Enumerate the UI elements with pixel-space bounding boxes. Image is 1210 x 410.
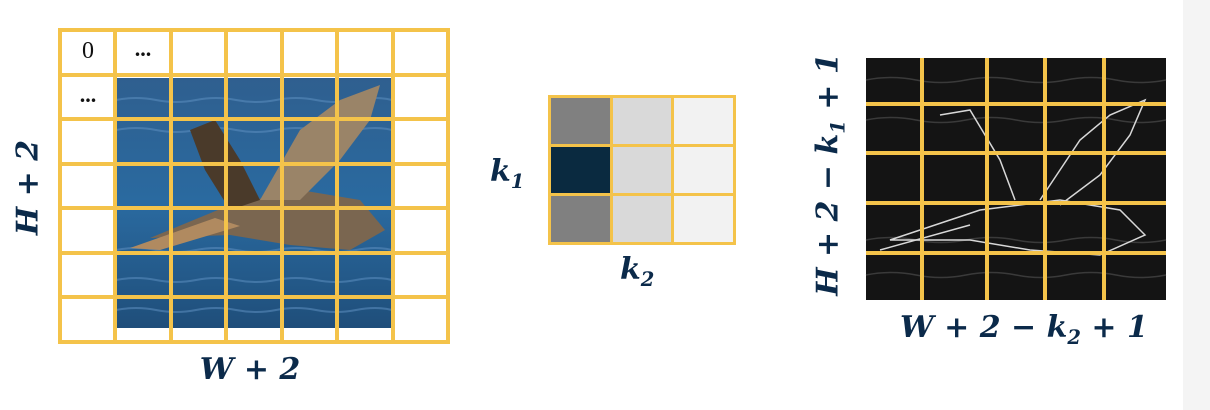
kernel-width-subscript: 2 (640, 268, 655, 291)
edge-map-photo (865, 58, 1167, 300)
output-height-prefix: H + 2 − k (810, 133, 846, 296)
cell-ellipsis-vertical: ... (79, 82, 97, 107)
padded-width-label: W + 2 (199, 352, 301, 387)
kernel-cell (674, 98, 733, 144)
kernel-cell (674, 196, 733, 242)
output-width-subscript: 2 (1067, 326, 1081, 349)
kernel-figure: k1 k2 (480, 80, 760, 310)
kernel-cell (612, 147, 672, 193)
output-height-label: H + 2 − k1 + 1 (811, 35, 850, 315)
cell-zero: 0 (82, 38, 94, 64)
padded-grid-lines (58, 28, 450, 344)
kernel-cell (551, 196, 610, 242)
output-svg (865, 58, 1167, 300)
kernel-cell (612, 196, 672, 242)
output-width-label: W + 2 − k2 + 1 (900, 310, 1148, 349)
output-width-prefix: W + 2 − k (900, 310, 1068, 345)
kernel-height-symbol: k (490, 154, 511, 189)
padded-height-label: H + 2 (10, 139, 46, 236)
kernel-height-label: k1 (490, 154, 524, 193)
pelican-photo (115, 78, 393, 328)
cell-ellipsis-horizontal: ... (134, 36, 152, 61)
kernel-cell (674, 147, 733, 193)
scrollbar-track[interactable] (1183, 0, 1210, 410)
kernel-cell (612, 98, 672, 144)
kernel-cell (551, 98, 610, 144)
output-width-suffix: + 1 (1080, 310, 1148, 345)
kernel-cell (551, 147, 610, 193)
output-figure: W + 2 − k2 + 1 H + 2 − k1 + 1 (800, 40, 1180, 360)
padding-frame (60, 30, 450, 342)
output-grid-lines (866, 58, 1166, 300)
kernel-grid (548, 95, 736, 245)
kernel-height-subscript: 1 (510, 170, 525, 193)
output-height-subscript: 1 (826, 120, 850, 134)
padded-input-figure: 0 ... ... W + 2 H + 2 (0, 0, 470, 400)
kernel-width-symbol: k (620, 252, 641, 287)
padded-input-svg (58, 28, 450, 344)
output-height-suffix: + 1 (810, 53, 846, 121)
kernel-width-label: k2 (620, 252, 654, 291)
